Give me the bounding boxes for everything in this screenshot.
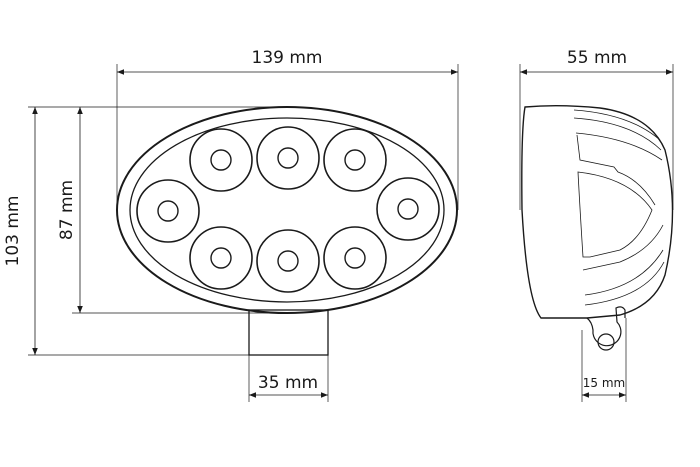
led-reflector — [323, 226, 387, 290]
led-lens — [136, 179, 200, 243]
depth-label: 55 mm — [567, 48, 627, 68]
led-emitter — [277, 250, 299, 272]
led-lens — [376, 177, 440, 241]
total-height-label: 103 mm — [3, 196, 23, 267]
bracket — [586, 306, 626, 347]
housing-inner — [129, 117, 445, 303]
bracket-hole — [597, 333, 615, 351]
side-view — [521, 105, 674, 351]
led-reflector — [256, 126, 320, 190]
extension-lines — [28, 64, 674, 402]
led-reflector — [256, 229, 320, 293]
mount-stem — [248, 309, 329, 356]
led-emitter — [157, 200, 179, 222]
led-emitter — [210, 247, 232, 269]
body-height-label: 87 mm — [57, 180, 77, 240]
led-emitter — [210, 149, 232, 171]
led-lens — [323, 128, 387, 192]
front-view — [116, 106, 458, 356]
width-label: 139 mm — [252, 48, 323, 68]
led-lens — [256, 229, 320, 293]
led-lens — [189, 128, 253, 192]
led-emitter — [277, 147, 299, 169]
led-emitter — [344, 149, 366, 171]
led-reflector — [189, 226, 253, 290]
led-emitter — [397, 198, 419, 220]
led-reflector — [323, 128, 387, 192]
led-lens — [189, 226, 253, 290]
led-lens — [323, 226, 387, 290]
led-lens — [256, 126, 320, 190]
led-reflector — [376, 177, 440, 241]
bracket-width-label: 15 mm — [583, 376, 625, 390]
led-reflector — [189, 128, 253, 192]
mount-width-label: 35 mm — [258, 373, 318, 393]
housing-outer — [116, 106, 458, 314]
led-reflector — [136, 179, 200, 243]
side-body — [521, 105, 674, 319]
led-emitter — [344, 247, 366, 269]
